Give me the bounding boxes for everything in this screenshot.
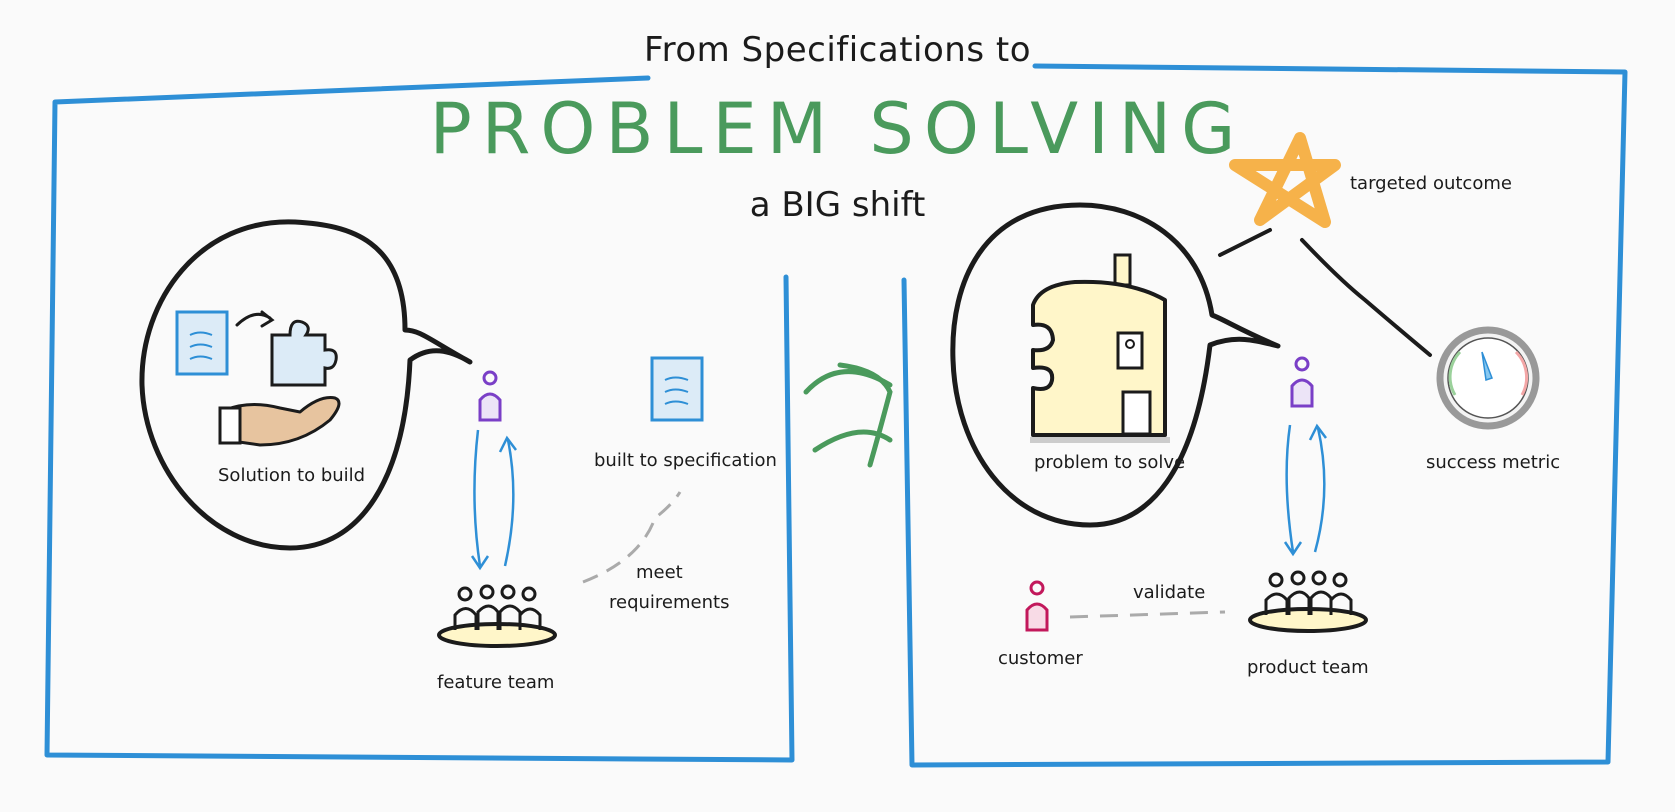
star-icon bbox=[1229, 132, 1341, 228]
left-speech-bubble bbox=[139, 219, 473, 551]
customer-label: customer bbox=[998, 648, 1083, 669]
outcome-connector-line bbox=[1218, 228, 1432, 357]
right-speech-bubble bbox=[950, 202, 1281, 528]
hand-icon bbox=[218, 396, 341, 447]
meet-label: meet bbox=[636, 562, 683, 583]
shift-arrow-icon bbox=[803, 362, 893, 468]
problem-to-solve-label: problem to solve bbox=[1034, 452, 1186, 473]
built-to-specification-label: built to specification bbox=[594, 450, 777, 471]
product-team-label: product team bbox=[1247, 657, 1369, 678]
header-title-top: From Specifications to bbox=[644, 30, 1031, 70]
left-frame bbox=[44, 75, 795, 763]
person-icon-left bbox=[478, 370, 502, 422]
feedback-arrow-down-left bbox=[470, 429, 490, 571]
targeted-outcome-label: targeted outcome bbox=[1350, 173, 1512, 194]
validate-dashed-line bbox=[1069, 610, 1226, 619]
right-frame bbox=[901, 63, 1628, 768]
header-title-main: PROBLEM SOLVING bbox=[429, 88, 1246, 170]
feedback-arrow-down-right bbox=[1283, 424, 1303, 557]
puzzle-piece-icon bbox=[270, 319, 338, 387]
requirements-label: requirements bbox=[609, 592, 730, 613]
feedback-arrow-up-right bbox=[1308, 423, 1327, 553]
solution-to-build-label: Solution to build bbox=[218, 465, 366, 486]
specification-document-icon bbox=[650, 356, 704, 422]
feedback-arrow-up-left bbox=[498, 435, 517, 567]
header-subtitle: a BIG shift bbox=[749, 185, 926, 225]
arrow-icon bbox=[235, 310, 275, 328]
product-team-icon bbox=[1248, 570, 1368, 633]
requirements-dashed-line bbox=[582, 491, 682, 584]
validate-label: validate bbox=[1133, 582, 1206, 603]
customer-person-icon bbox=[1025, 580, 1049, 632]
building-puzzle-icon bbox=[1030, 253, 1170, 443]
feature-team-icon bbox=[437, 584, 557, 648]
person-icon-right bbox=[1290, 356, 1314, 408]
success-metric-label: success metric bbox=[1426, 452, 1561, 473]
gauge-icon bbox=[1436, 326, 1540, 430]
feature-team-label: feature team bbox=[437, 672, 555, 693]
document-icon bbox=[175, 310, 229, 376]
